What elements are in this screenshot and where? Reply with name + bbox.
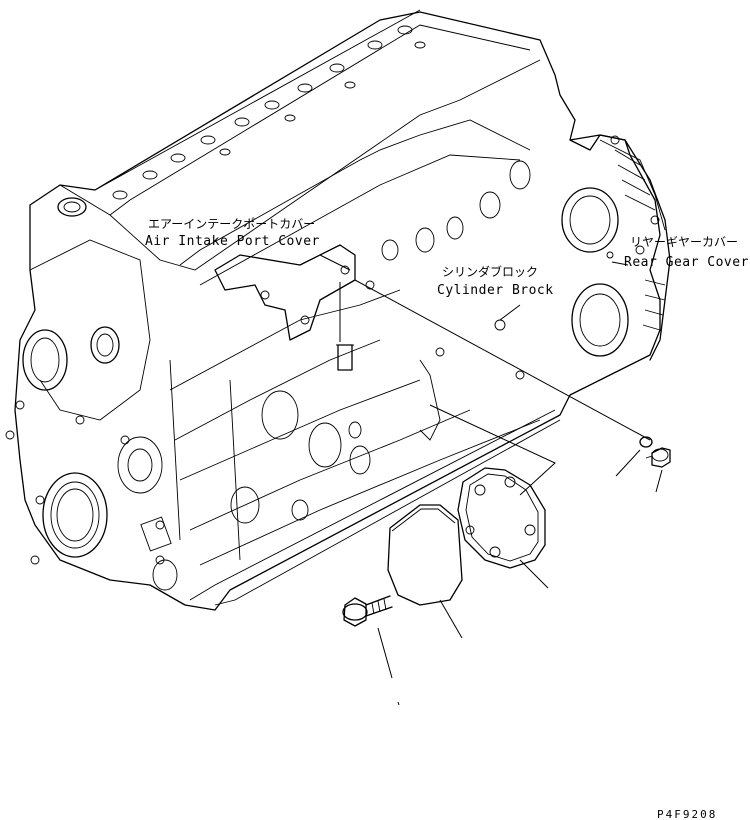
head-bolt-holes xyxy=(112,25,426,200)
flange-bolt-part xyxy=(342,595,393,627)
air-intake-label-jp: エアーインテークポートカバー xyxy=(148,217,315,231)
drawing-code: P4F9208 xyxy=(657,808,717,820)
rear-gear-label-en: Rear Gear Cover xyxy=(624,255,749,270)
gasket-part xyxy=(457,467,546,569)
leader-lines xyxy=(319,254,663,706)
cylinder-label-jp: シリンダブロック xyxy=(442,264,538,279)
o-ring-part xyxy=(639,436,653,448)
rear-gear-cover xyxy=(606,135,666,331)
cover-plate-part xyxy=(387,504,463,606)
plug-part xyxy=(645,447,671,468)
cylinder-label-en: Cylinder Brock xyxy=(437,283,554,298)
cylinder-block xyxy=(5,9,671,611)
rear-gear-label-jp: リヤーギヤーカバー xyxy=(630,235,738,249)
air-intake-label-en: Air Intake Port Cover xyxy=(145,234,320,249)
